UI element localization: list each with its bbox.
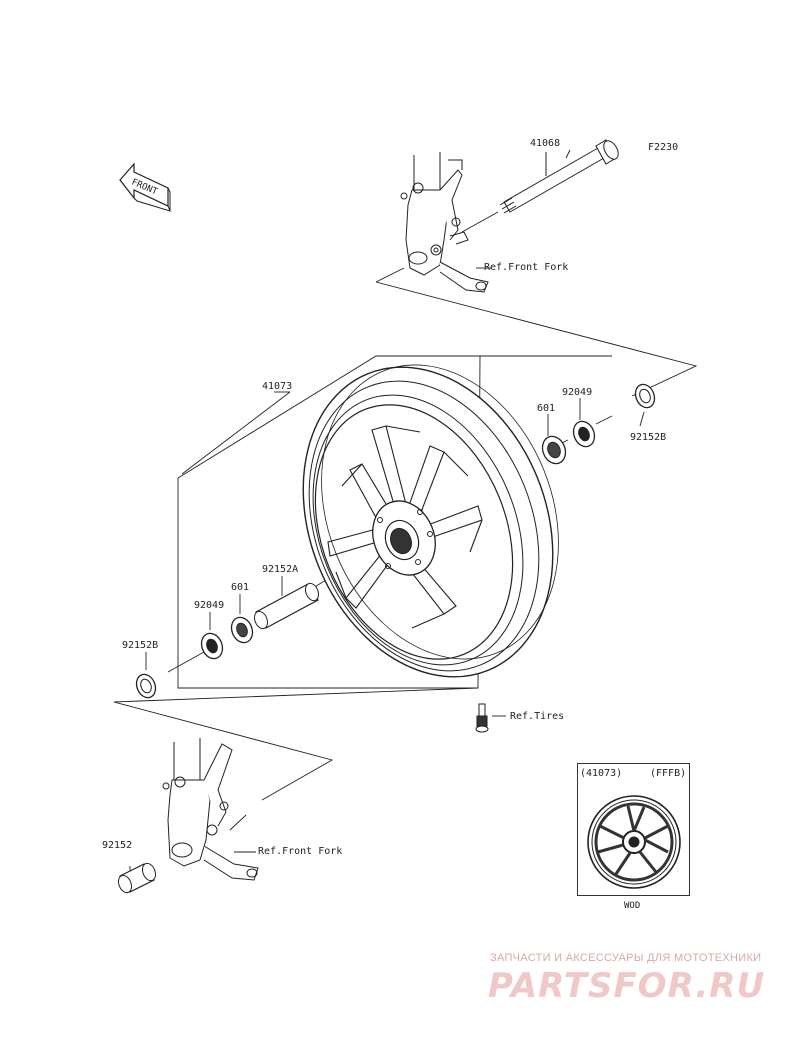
inset-color-code: WOD [624,901,641,911]
inset-wheel-drawing [587,795,681,889]
part-label-axle[interactable]: 41068 [530,138,561,149]
part-label-seal-left[interactable]: 92049 [194,600,225,611]
front-arrow-icon [119,162,171,212]
front-fork-bottom-drawing [162,738,259,881]
ref-tires[interactable]: Ref.Tires [510,711,565,722]
leader-lines [113,211,698,876]
part-label-spacer[interactable]: 92152A [262,564,299,575]
part-label-bearing-right[interactable]: 601 [537,403,556,414]
inset-part-label: (41073) [580,768,623,779]
part-label-collar-left[interactable]: 92152B [122,640,159,651]
part-label-seal-right[interactable]: 92049 [562,387,593,398]
part-label-collar-fork[interactable]: 92152 [102,840,133,851]
axle-drawing [499,139,619,214]
tire-valve-icon [475,703,489,733]
part-label-collar-right[interactable]: 92152B [630,432,667,443]
watermark-logo: PARTSFOR.RU [488,966,766,1006]
right-bearing-set [541,383,656,465]
ref-front-fork-top[interactable]: Ref.Front Fork [484,262,569,273]
front-fork-top-drawing [400,152,489,293]
ref-front-fork-bottom[interactable]: Ref.Front Fork [258,846,343,857]
fork-collar-drawing [117,862,157,894]
part-label-wheel[interactable]: 41073 [262,381,293,392]
left-bearing-set [135,582,320,699]
variant-inset [577,763,690,896]
inset-variant-label: (FFFB) [650,768,687,779]
part-label-bearing-left[interactable]: 601 [231,582,250,593]
diagram-code: F2230 [648,142,679,153]
front-wheel-drawing [302,364,559,678]
watermark-tagline: ЗАПЧАСТИ И АКСЕССУАРЫ ДЛЯ МОТОТЕХНИКИ [490,952,762,964]
